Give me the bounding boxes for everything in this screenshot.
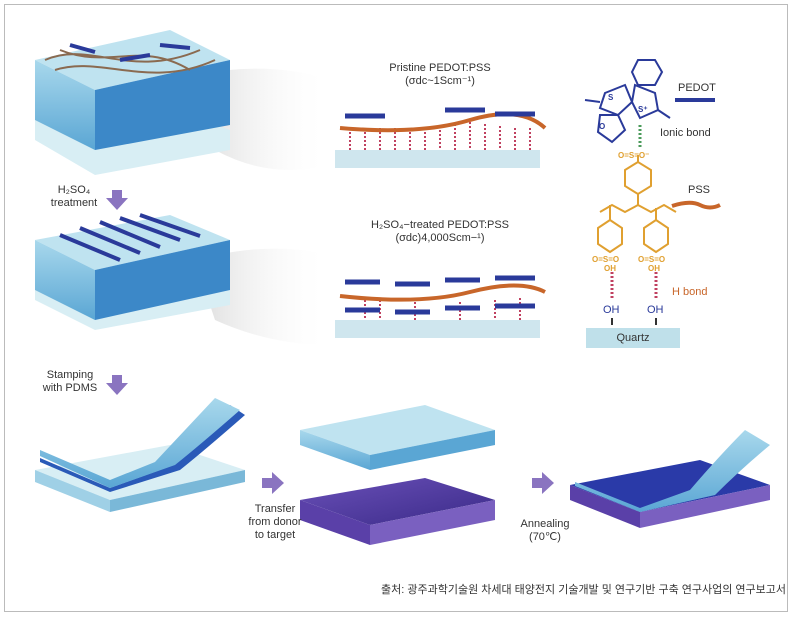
sulfonate-right: O=S=O — [638, 255, 666, 264]
process-arrows — [106, 190, 554, 494]
surface-oh-right: OH — [647, 304, 664, 316]
pristine-film-block — [35, 30, 330, 175]
surface-oh-left: OH — [603, 304, 620, 316]
treated-schematic — [335, 275, 546, 338]
legend-pss: PSS — [688, 184, 711, 196]
frame — [4, 4, 788, 612]
donor-film — [35, 398, 245, 512]
pristine-title: Pristine PEDOT:PSS(σdc~1Scm⁻¹) — [389, 62, 491, 87]
transfer-films — [300, 405, 495, 545]
step-annealing-label: Annealing(70℃) — [520, 518, 570, 543]
legend-h-bond: H bond — [672, 286, 708, 298]
arrow-right-icon — [262, 472, 284, 494]
acid-oh-left: OH — [604, 264, 616, 273]
atom-s: S — [608, 93, 614, 102]
annealed-film — [570, 430, 770, 528]
legend-ionic-bond: Ionic bond — [660, 127, 711, 139]
pristine-schematic — [335, 107, 547, 168]
chemical-structure — [584, 59, 721, 348]
quartz-label: Quartz — [616, 332, 650, 344]
atom-o: O — [599, 122, 606, 131]
source-caption: 출처: 광주과학기술원 차세대 태양전지 기술개발 및 연구기반 구축 연구사업… — [381, 584, 786, 596]
arrow-right-icon — [532, 472, 554, 494]
sulfonate-left: O=S=O — [592, 255, 620, 264]
atom-s-plus: S⁺ — [638, 105, 648, 114]
acid-oh-right: OH — [648, 264, 660, 273]
sulfonate-top: O=S=O⁻ — [618, 151, 650, 160]
treated-title: H₂SO₄−treated PEDOT:PSS(σdc)4,000Scm−¹) — [370, 219, 510, 244]
legend-pedot: PEDOT — [678, 82, 716, 94]
arrow-down-icon — [106, 190, 128, 210]
treated-film-block — [35, 213, 330, 345]
arrow-down-icon — [106, 375, 128, 395]
